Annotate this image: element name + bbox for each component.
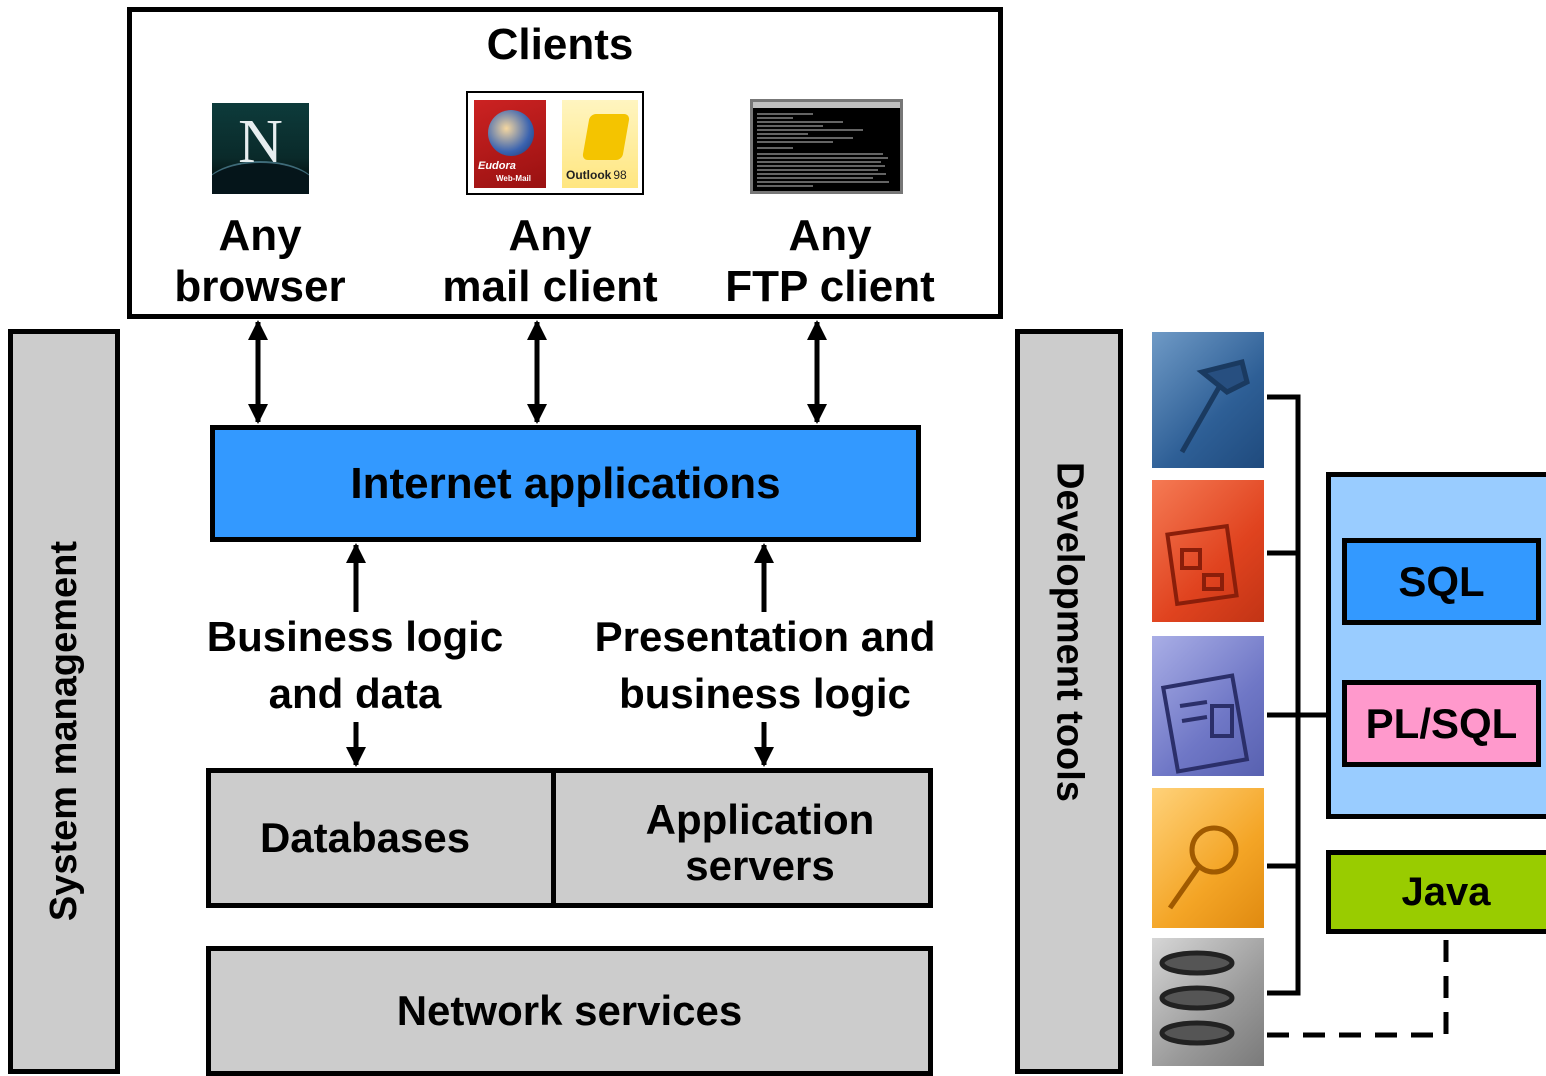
netscape-letter: N	[238, 107, 283, 176]
sql-box: SQL	[1342, 538, 1541, 625]
coffee-cups-icon	[1152, 938, 1264, 1066]
development-tools-label: Development tools	[1048, 461, 1091, 802]
java-box: Java	[1326, 850, 1546, 934]
clients-box	[127, 7, 1003, 319]
internet-applications-box: Internet applications	[210, 425, 921, 542]
data-tier-box	[206, 768, 933, 908]
java-dashed-link	[1267, 934, 1449, 1038]
netscape-icon: N	[212, 103, 309, 194]
network-services-box: Network services	[206, 946, 933, 1076]
document-icon	[1152, 636, 1264, 776]
terminal-text-lines	[757, 113, 889, 187]
system-management-bar: System management	[8, 329, 120, 1074]
eudora-icon: Eudora Web-Mail	[474, 100, 546, 188]
eudora-text: Eudora	[478, 160, 516, 172]
tools-bracket	[1267, 394, 1301, 996]
databases-label: Databases	[259, 814, 471, 861]
ftp-terminal-image	[750, 99, 903, 194]
magnifier-icon	[1152, 788, 1264, 928]
diagram-icon	[1152, 480, 1264, 622]
hammer-icon	[1152, 332, 1264, 468]
development-tools-bar: Development tools	[1015, 329, 1123, 1074]
tier-divider	[551, 768, 556, 908]
eudora-sub: Web-Mail	[496, 174, 531, 183]
clients-title: Clients	[486, 20, 634, 69]
plsql-box: PL/SQL	[1342, 680, 1541, 767]
system-management-label: System management	[42, 541, 85, 922]
